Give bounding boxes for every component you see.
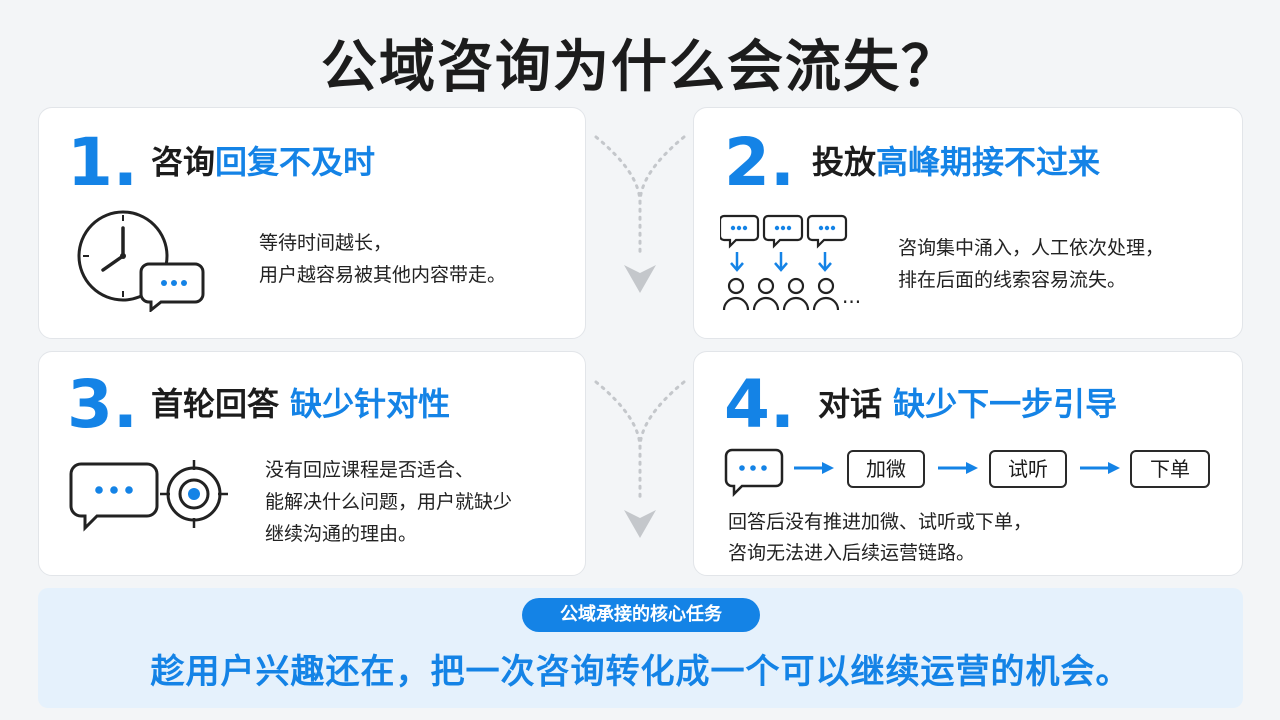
reason-card-1: 1. 咨询回复不及时 等待时间越长， 用户越容易被其他内容带走。 xyxy=(38,107,586,339)
card-description: 等待时间越长， 用户越容易被其他内容带走。 xyxy=(259,227,506,291)
arrow-right-icon xyxy=(1080,462,1120,474)
card-description: 回答后没有推进加微、试听或下单， 咨询无法进入后续运营链路。 xyxy=(728,507,1032,569)
card-number: 4. xyxy=(724,366,795,443)
reason-card-4: 4. 对话 缺少下一步引导 加微 试听 下单 回答后没有推进加微、试听或下单， … xyxy=(693,351,1243,576)
ellipsis-text: ... xyxy=(842,284,862,308)
desc-line: 排在后面的线索容易流失。 xyxy=(898,269,1127,291)
desc-line: 没有回应课程是否适合、 xyxy=(265,459,475,481)
desc-line: 继续沟通的理由。 xyxy=(265,523,418,545)
flow-step-order: 下单 xyxy=(1130,450,1210,488)
card-heading: 咨询回复不及时 xyxy=(151,146,375,178)
flow-step-add-wechat: 加微 xyxy=(847,450,925,488)
arrow-right-icon xyxy=(938,462,978,474)
chat-bubble-icon xyxy=(139,262,205,312)
heading-plain: 咨询 xyxy=(151,143,216,181)
card-heading: 投放高峰期接不过来 xyxy=(812,146,1100,178)
chat-queue-icon xyxy=(720,214,848,311)
clock-icon xyxy=(77,210,205,312)
funnel-arrow-icon xyxy=(594,380,686,538)
card-number: 2. xyxy=(724,124,795,201)
page-title: 公域咨询为什么会流失？ xyxy=(321,35,959,100)
card-heading: 对话 缺少下一步引导 xyxy=(818,388,1117,420)
desc-line: 用户越容易被其他内容带走。 xyxy=(259,264,507,286)
reason-card-2: 2. 投放高峰期接不过来 ... 咨询集中涌入，人工依次处理， 排在后面的线索容 xyxy=(693,107,1243,339)
core-task-panel: 公域承接的核心任务 趁用户兴趣还在，把一次咨询转化成一个可以继续运营的机会。 xyxy=(38,588,1243,708)
chat-icon xyxy=(69,460,228,532)
flow-step-trial: 试听 xyxy=(989,450,1067,488)
desc-line: 咨询无法进入后续运营链路。 xyxy=(728,542,976,564)
core-task-slogan: 趁用户兴趣还在，把一次咨询转化成一个可以继续运营的机会。 xyxy=(150,652,1131,692)
card-number: 3. xyxy=(67,366,138,443)
card-description: 没有回应课程是否适合、 能解决什么问题，用户就缺少 继续沟通的理由。 xyxy=(265,454,512,550)
reason-card-3: 3. 首轮回答 缺少针对性 没有回应课程是否适合、 能解决什么问题，用户就缺少 … xyxy=(38,351,586,576)
card-heading: 首轮回答 缺少针对性 xyxy=(151,388,450,420)
person-icon xyxy=(722,277,840,311)
funnel-arrow-icon xyxy=(594,135,686,293)
heading-plain: 投放 xyxy=(812,143,877,181)
desc-line: 咨询集中涌入，人工依次处理， xyxy=(898,237,1165,259)
heading-plain: 首轮回答 xyxy=(151,385,280,423)
heading-highlight: 回复不及时 xyxy=(215,143,376,181)
desc-line: 等待时间越长， xyxy=(259,232,393,254)
desc-line: 能解决什么问题，用户就缺少 xyxy=(265,491,513,513)
heading-highlight: 缺少下一步引导 xyxy=(893,385,1118,423)
arrow-right-icon xyxy=(794,462,834,474)
chat-icon xyxy=(724,448,784,498)
heading-plain: 对话 xyxy=(818,385,883,423)
heading-highlight: 缺少针对性 xyxy=(290,385,451,423)
desc-line: 回答后没有推进加微、试听或下单， xyxy=(728,511,1033,533)
card-number: 1. xyxy=(67,124,138,201)
card-description: 咨询集中涌入，人工依次处理， 排在后面的线索容易流失。 xyxy=(898,232,1164,296)
target-icon xyxy=(160,460,228,528)
heading-highlight: 高峰期接不过来 xyxy=(876,143,1101,181)
core-task-badge: 公域承接的核心任务 xyxy=(522,598,760,632)
